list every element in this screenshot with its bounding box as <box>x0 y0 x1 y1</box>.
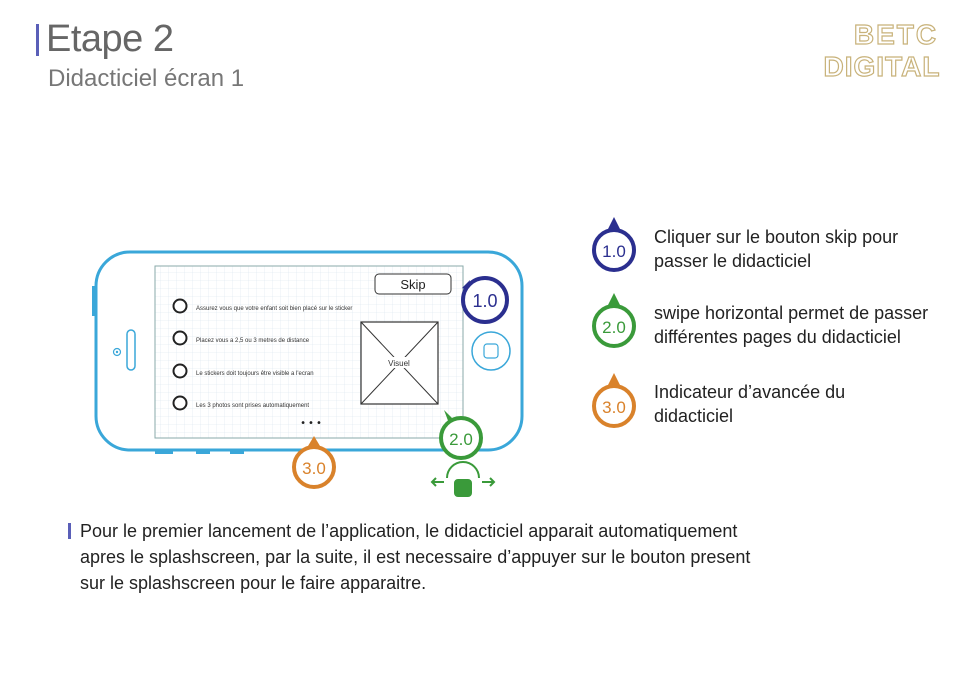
legend-item-1: Cliquer sur le bouton skip pour passer l… <box>654 225 898 273</box>
visuel-label: Visuel <box>388 359 410 368</box>
skip-button-label: Skip <box>400 277 425 292</box>
legend-item-2: swipe horizontal permet de passer différ… <box>654 301 928 349</box>
legend-item-3-line1: Indicateur d’avancée du <box>654 382 846 402</box>
legend-badge-2: 2.0 <box>592 293 636 348</box>
skip-button[interactable] <box>374 273 452 295</box>
description-accent-bar <box>68 523 71 539</box>
svg-text:2.0: 2.0 <box>602 318 626 337</box>
legend-item-2-line2: différentes pages du didacticiel <box>654 327 901 347</box>
betc-digital-logo: BETC DIGITAL <box>823 18 941 80</box>
svg-text:DIGITAL: DIGITAL <box>824 51 941 80</box>
svg-text:1.0: 1.0 <box>602 242 626 261</box>
description-line-3: sur le splashscreen pour le faire appara… <box>80 573 427 593</box>
list-bullet <box>172 298 188 314</box>
list-item: Le stickers doit toujours être visible a… <box>196 371 314 377</box>
legend-badge-3: 3.0 <box>592 373 636 428</box>
phone-speaker <box>126 329 136 371</box>
title-accent-bar <box>36 24 39 56</box>
list-bullet <box>172 330 188 346</box>
svg-text:3.0: 3.0 <box>602 398 626 417</box>
swipe-gesture-icon <box>430 461 496 497</box>
phone-bottom-button-1 <box>155 450 173 454</box>
marker-1: 1.0 <box>461 276 509 324</box>
list-item: Placez vous a 2,5 ou 3 metres de distanc… <box>196 338 310 344</box>
list-bullet <box>172 395 188 411</box>
list-item: Assurez vous que votre enfant soit bien … <box>196 306 352 312</box>
legend-item-3: Indicateur d’avancée du didacticiel <box>654 380 845 428</box>
page-subtitle: Didacticiel écran 1 <box>48 65 245 92</box>
marker-2: 2.0 <box>439 410 483 460</box>
description-line-1: Pour le premier lancement de l’applicati… <box>80 521 738 541</box>
svg-text:2.0: 2.0 <box>449 430 473 449</box>
list-item: Les 3 photos sont prises automatiquement <box>196 403 309 409</box>
phone-home-button <box>471 331 511 371</box>
tutorial-list: Assurez vous que votre enfant soit bien … <box>172 298 352 411</box>
legend-item-1-line1: Cliquer sur le bouton skip pour <box>654 227 899 247</box>
page-title: Etape 2 <box>46 18 174 60</box>
description-text: Pour le premier lancement de l’applicati… <box>80 518 840 596</box>
pagination-dots: ••• <box>300 418 324 429</box>
phone-bottom-button-2 <box>196 450 210 454</box>
list-bullet <box>172 363 188 379</box>
visuel-placeholder: Visuel <box>360 321 439 405</box>
svg-text:1.0: 1.0 <box>472 291 497 311</box>
legend-item-1-line2: passer le didacticiel <box>654 251 812 271</box>
svg-text:3.0: 3.0 <box>302 459 326 478</box>
legend-badge-1: 1.0 <box>592 217 636 272</box>
svg-text:BETC: BETC <box>854 19 938 50</box>
legend-item-2-line1: swipe horizontal permet de passer <box>654 303 929 323</box>
phone-camera <box>112 347 122 357</box>
description-line-2: apres le splashscreen, par la suite, il … <box>80 547 751 567</box>
phone-bottom-button-3 <box>230 450 244 454</box>
legend-item-3-line2: didacticiel <box>654 406 734 426</box>
phone-side-button <box>92 286 96 316</box>
marker-3: 3.0 <box>292 436 336 489</box>
